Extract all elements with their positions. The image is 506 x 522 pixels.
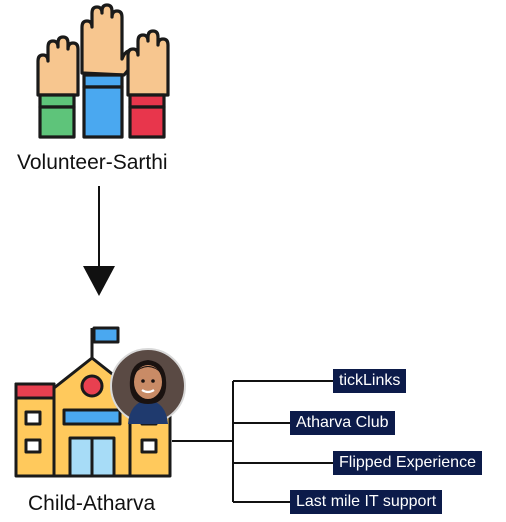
branch-flipped-experience: Flipped Experience [333,451,482,475]
branch-ticklinks: tickLinks [333,369,407,393]
branch-last-mile-it-support: Last mile IT support [290,490,443,514]
raised-hands-icon [36,3,170,139]
branch-atharva-club: Atharva Club [290,411,395,435]
child-label: Child-Atharva [28,492,156,515]
down-arrow [83,186,115,296]
volunteer-label: Volunteer-Sarthi [17,151,168,174]
child-avatar [110,348,186,424]
